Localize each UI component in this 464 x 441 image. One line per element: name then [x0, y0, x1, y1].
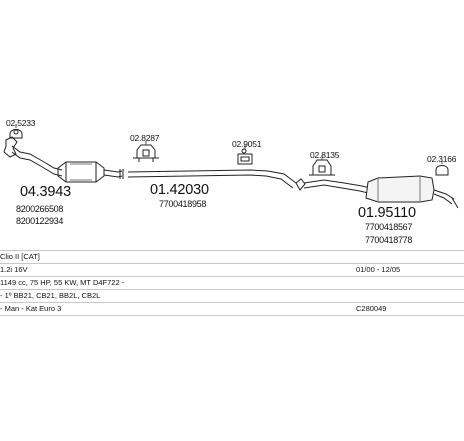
years-text: 01/00 - 12/05 [356, 265, 401, 274]
clamp-left-ref: 02.5233 [6, 118, 36, 128]
silencer-part-number: 01.95110 [358, 205, 416, 221]
info-row-engine: 1.2i 16V 01/00 - 12/05 [0, 264, 464, 277]
info-row-specs: 1149 cc, 75 HP, 55 KW, MT D4F722 - [0, 277, 464, 290]
bracket-part [237, 148, 253, 165]
rear-clamp-part [435, 165, 449, 176]
clamp-mid-part [133, 144, 159, 162]
body-codes-text: - 1º BB21, CB21, BB2L, CB2L [0, 291, 101, 300]
rear-silencer [365, 175, 459, 209]
front-flange [3, 136, 18, 158]
specs-text: 1149 cc, 75 HP, 55 KW, MT D4F722 - [0, 278, 125, 287]
exhaust-system-diagram [3, 124, 459, 209]
front-pipe [11, 145, 63, 171]
rear-pipe [303, 179, 371, 189]
cat-part-number: 04.3943 [20, 184, 72, 200]
catalog-code-text: C280049 [356, 304, 387, 313]
model-text: Clio II [CAT] [0, 252, 40, 261]
clamp-rear-ref: 02.8135 [310, 150, 340, 160]
info-row-transmission: - Man - Kat Euro 3 C280049 [0, 303, 464, 316]
middle-pipe-oem: 7700418958 [159, 199, 207, 209]
silencer-oem-2: 7700418778 [365, 235, 413, 245]
vehicle-info-table: Clio II [CAT] 1.2i 16V 01/00 - 12/05 114… [0, 250, 464, 316]
engine-text: 1.2i 16V [0, 265, 28, 274]
middle-pipe [127, 169, 297, 184]
clamp-rear-part [309, 159, 335, 176]
clamp-mid-ref: 02.8287 [130, 133, 160, 143]
rear-clamp-ref: 02.3166 [427, 154, 457, 164]
info-row-model: Clio II [CAT] [0, 250, 464, 264]
bracket-ref: 02.9051 [232, 139, 262, 149]
cat-oem-1: 8200266508 [16, 204, 64, 214]
catalytic-converter [57, 161, 105, 183]
silencer-oem-1: 7700418567 [365, 222, 413, 232]
middle-pipe-part-number: 01.42030 [150, 182, 209, 198]
info-row-body-codes: - 1º BB21, CB21, BB2L, CB2L [0, 290, 464, 303]
cat-oem-2: 8200122934 [16, 216, 64, 226]
clamp-left-part [9, 129, 23, 139]
transmission-text: - Man - Kat Euro 3 [0, 304, 62, 313]
